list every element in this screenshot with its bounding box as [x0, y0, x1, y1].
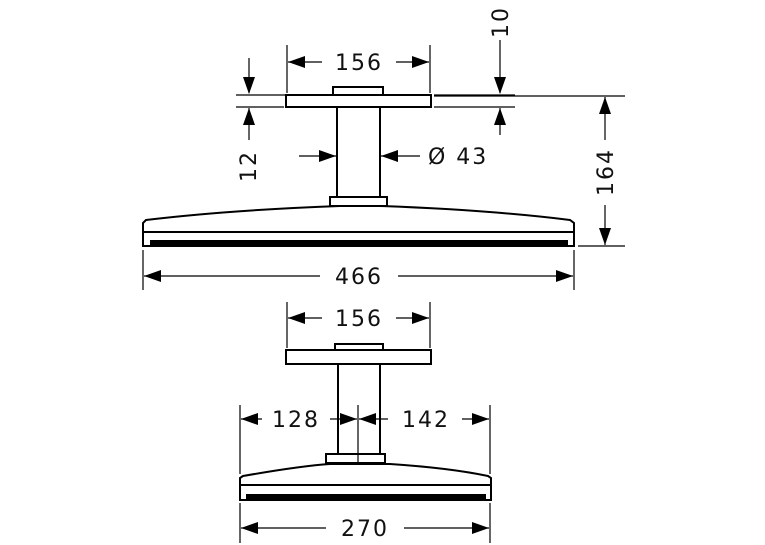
- top-connector: [329, 196, 388, 207]
- top-thickness-10-label: 10: [489, 6, 514, 38]
- top-head-nozzles: [150, 240, 568, 246]
- bottom-width-156-label: 156: [335, 307, 383, 332]
- top-shower-head: [142, 205, 575, 247]
- bottom-connector: [325, 453, 386, 464]
- bottom-shower-arm: [337, 363, 381, 455]
- bottom-width-270-label: 270: [341, 517, 389, 542]
- bottom-view: 156 128 142 270: [239, 302, 492, 543]
- top-shower-arm: [336, 106, 381, 198]
- top-diameter-43-label: Ø 43: [428, 145, 488, 170]
- bottom-shower-head: [239, 463, 492, 501]
- bottom-ceiling-plate: [285, 349, 432, 365]
- top-view: 156 10 12 Ø 43 164: [142, 6, 625, 290]
- bottom-head-nozzles: [246, 494, 486, 500]
- top-plate-cap: [332, 86, 384, 96]
- top-width-156-label: 156: [335, 51, 383, 76]
- top-width-466-label: 466: [335, 265, 383, 290]
- top-height-164-label: 164: [594, 148, 619, 196]
- bottom-offset-142-label: 142: [402, 408, 450, 433]
- top-ceiling-plate: [285, 94, 432, 108]
- top-collar-12-label: 12: [237, 150, 262, 182]
- bottom-offset-128-label: 128: [272, 408, 320, 433]
- bottom-plate-cap: [334, 343, 384, 351]
